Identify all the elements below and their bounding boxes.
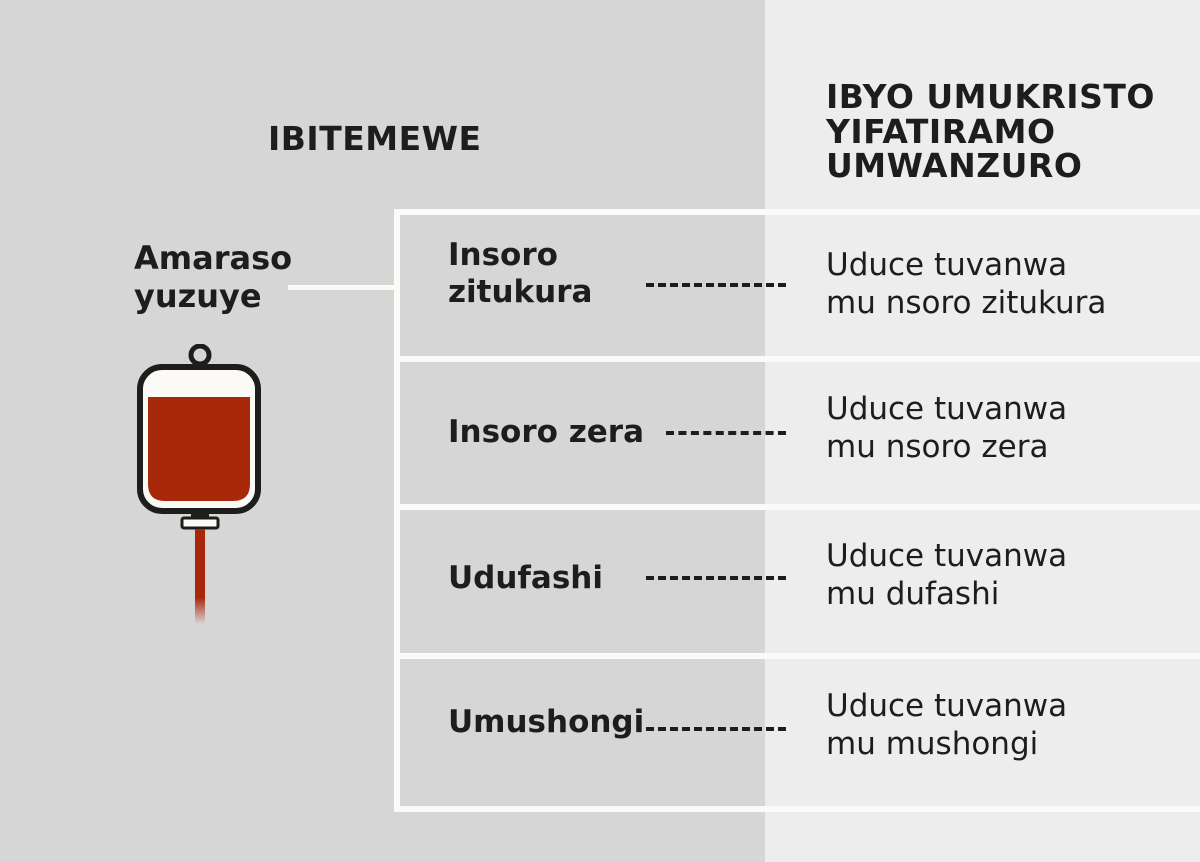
- table-row: Umushongi Uduce tuvanwa mu mushongi: [400, 659, 1200, 806]
- fraction-label-line: Uduce tuvanwa: [826, 391, 1068, 427]
- row-divider: [394, 356, 1200, 362]
- conscience-heading: IBYO UMUKRISTO YIFATIRAMO UMWANZURO: [826, 77, 1196, 186]
- table-row: Udufashi Uduce tuvanwa mu dufashi: [400, 510, 1200, 653]
- fraction-source-label-line: Umushongi: [448, 704, 645, 740]
- dashed-connector: [666, 431, 786, 435]
- fraction-label-line: mu mushongi: [826, 725, 1039, 762]
- fraction-source-label: Insoro zitukura: [448, 237, 592, 311]
- components-table: [394, 209, 1200, 812]
- conscience-heading-line: UMWANZURO: [826, 146, 1083, 186]
- conscience-panel: [765, 0, 1200, 862]
- row-divider: [394, 653, 1200, 659]
- whole-blood-label: Amaraso yuzuye: [134, 239, 293, 316]
- fraction-label-line: Uduce tuvanwa: [826, 247, 1068, 283]
- fraction-source-label-line: Insoro zera: [448, 414, 645, 450]
- fraction-label-line: Uduce tuvanwa: [826, 688, 1068, 724]
- fraction-label-line: mu dufashi: [826, 575, 1000, 612]
- fraction-source-label-line: Udufashi: [448, 560, 603, 596]
- dashed-connector: [646, 576, 786, 580]
- fraction-label: Uduce tuvanwa mu nsoro zera: [826, 391, 1067, 466]
- conscience-heading-line: YIFATIRAMO: [826, 111, 1056, 151]
- dashed-connector: [646, 727, 786, 731]
- fraction-label-line: mu nsoro zitukura: [826, 284, 1107, 321]
- fraction-label: Uduce tuvanwa mu nsoro zitukura: [826, 247, 1106, 322]
- whole-blood-label-line: yuzuye: [134, 276, 262, 315]
- fraction-source-label: Insoro zera: [448, 414, 644, 451]
- conscience-heading-line: IBYO UMUKRISTO: [826, 77, 1155, 116]
- table-row: Insoro zera Uduce tuvanwa mu nsoro zera: [400, 362, 1200, 504]
- row-divider: [394, 504, 1200, 510]
- fraction-label-line: Uduce tuvanwa: [826, 538, 1068, 574]
- blood-bag-icon: [137, 344, 261, 624]
- dashed-connector: [646, 283, 786, 287]
- whole-blood-label-line: Amaraso: [134, 239, 293, 277]
- fraction-source-label: Udufashi: [448, 560, 603, 597]
- fraction-label: Uduce tuvanwa mu dufashi: [826, 538, 1067, 613]
- primary-components-heading: IBITEMEWE: [268, 119, 482, 158]
- fraction-label: Uduce tuvanwa mu mushongi: [826, 688, 1067, 763]
- table-row: Insoro zitukura Uduce tuvanwa mu nsoro z…: [400, 215, 1200, 356]
- fraction-source-label: Umushongi: [448, 704, 644, 741]
- connector-line: [288, 285, 398, 290]
- fraction-label-line: mu nsoro zera: [826, 428, 1049, 465]
- fraction-source-label-line: Insoro: [448, 237, 558, 273]
- fraction-source-label-line: zitukura: [448, 274, 593, 311]
